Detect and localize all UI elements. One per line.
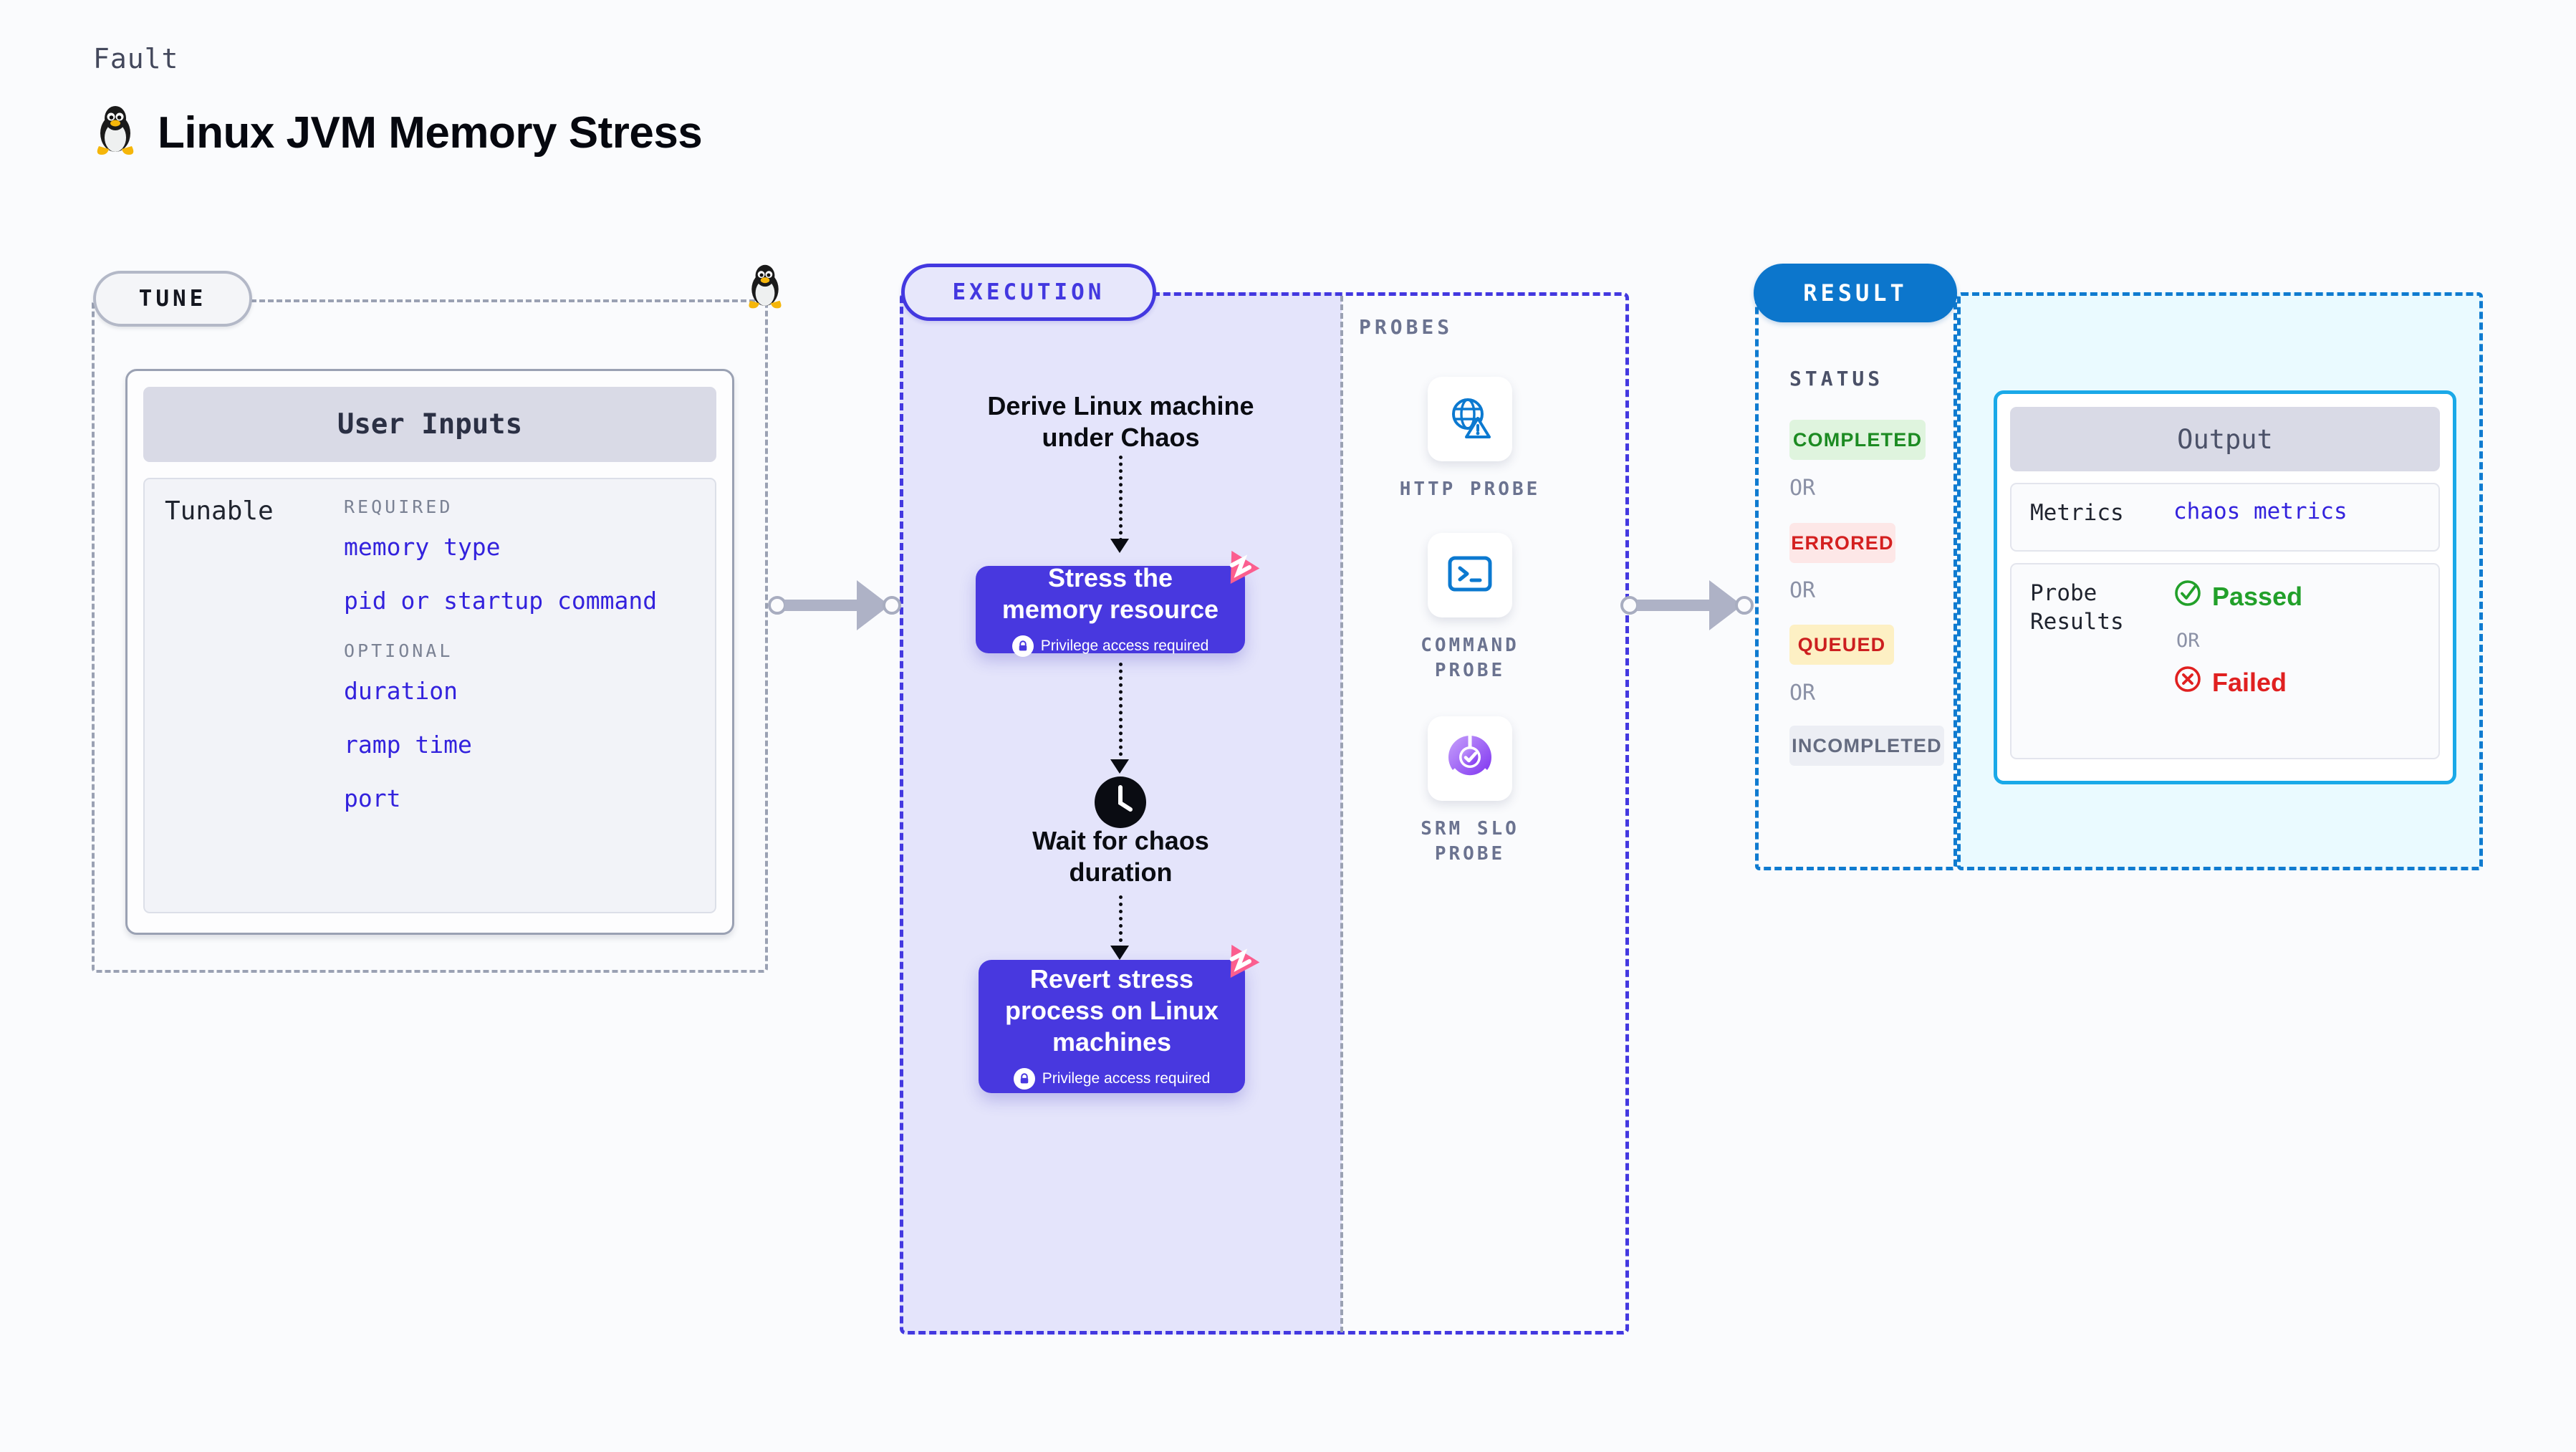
tunable-item[interactable]: pid or startup command — [344, 587, 658, 615]
probe-result-failed: Failed — [2173, 665, 2438, 700]
connector-tune-to-execution — [768, 580, 901, 630]
fault-kicker: Fault — [93, 43, 179, 74]
status-badge-errored: ERRORED — [1789, 523, 1895, 563]
probe-result-failed-label: Failed — [2212, 667, 2287, 697]
output-card: Output Metrics chaos metrics Probe Resul… — [1994, 390, 2456, 784]
output-metrics-row: Metrics chaos metrics — [2010, 483, 2440, 552]
flow-line — [1119, 895, 1123, 949]
privilege-note: Privilege access required — [1013, 1067, 1211, 1090]
connector-end-dot — [883, 596, 901, 615]
page-header: Fault Linux JVM Memory Stress — [93, 43, 703, 161]
tune-pill-label: TUNE — [138, 286, 207, 312]
clock-icon — [1093, 775, 1148, 830]
probe-tile — [1428, 533, 1512, 617]
probe-result-passed-label: Passed — [2212, 581, 2303, 611]
or-label: OR — [1789, 476, 1816, 501]
linux-penguin-icon — [93, 105, 138, 161]
execution-card-stress-title: Stress the memory resource — [1001, 563, 1219, 624]
flow-arrowhead — [1110, 759, 1129, 774]
step-wait-label: Wait for chaos duration — [1032, 826, 1209, 887]
step-derive-label: Derive Linux machine under Chaos — [987, 391, 1254, 452]
tune-section — [92, 299, 768, 973]
status-badge-incompleted: INCOMPLETED — [1789, 726, 1944, 766]
probe-tile — [1428, 377, 1512, 461]
status-badge-completed: COMPLETED — [1789, 420, 1926, 460]
execution-card-revert-title: Revert stress process on Linux machines — [1004, 964, 1219, 1057]
execution-card-stress[interactable]: Stress the memory resource Privilege acc… — [976, 563, 1245, 657]
execution-card-revert[interactable]: Revert stress process on Linux machines … — [979, 960, 1245, 1093]
chaos-badge-icon — [1218, 544, 1262, 589]
execution-pill-label: EXECUTION — [952, 279, 1105, 305]
tunable-item[interactable]: ramp time — [344, 731, 472, 759]
user-inputs-card: User Inputs Tunable REQUIRED memory type… — [125, 369, 734, 935]
probe-label: COMMAND PROBE — [1421, 635, 1519, 682]
result-pill[interactable]: RESULT — [1754, 264, 1957, 322]
chaos-badge-icon — [1218, 938, 1262, 983]
tunable-label: Tunable — [165, 496, 274, 526]
output-card-title: Output — [2177, 423, 2273, 455]
tune-pill[interactable]: TUNE — [93, 271, 252, 327]
output-probe-values: Passed OR Failed — [2173, 579, 2438, 744]
page-title: Linux JVM Memory Stress — [158, 108, 703, 158]
flow-arrowhead — [1110, 539, 1129, 553]
user-inputs-header: User Inputs — [143, 387, 716, 462]
or-label: OR — [2176, 630, 2200, 652]
status-label: STATUS — [1789, 367, 1884, 390]
connector-execution-to-result — [1620, 580, 1754, 630]
lock-icon — [1011, 635, 1034, 657]
probe-srm-slo[interactable]: SRM SLO PROBE — [1382, 716, 1558, 867]
execution-probes-section — [900, 292, 1629, 1335]
or-label: OR — [1789, 681, 1816, 706]
probe-label: SRM SLO PROBE — [1421, 818, 1519, 865]
output-card-header: Output — [2010, 407, 2440, 471]
flow-arrowhead — [1110, 946, 1129, 960]
flow-line — [1119, 456, 1123, 542]
result-pill-label: RESULT — [1803, 279, 1908, 307]
connector-end-dot — [1735, 596, 1754, 615]
probe-http[interactable]: HTTP PROBE — [1382, 377, 1558, 502]
tunable-item[interactable]: duration — [344, 677, 458, 705]
lock-icon — [1013, 1067, 1035, 1090]
tunable-list: REQUIRED memory type pid or startup comm… — [344, 496, 715, 912]
output-probe-results-row: Probe Results Passed OR Failed — [2010, 563, 2440, 759]
connector-shaft — [784, 600, 859, 611]
page-title-row: Linux JVM Memory Stress — [93, 105, 703, 161]
result-status-section — [1755, 292, 1957, 870]
status-badge-queued: QUEUED — [1789, 625, 1894, 665]
tunable-body: Tunable REQUIRED memory type pid or star… — [143, 478, 716, 913]
user-inputs-title: User Inputs — [337, 408, 523, 441]
check-circle-icon — [2173, 579, 2202, 614]
linux-penguin-badge-icon — [745, 264, 785, 317]
group-title-required: REQUIRED — [344, 496, 453, 517]
privilege-note: Privilege access required — [1011, 635, 1209, 657]
connector-shaft — [1637, 600, 1711, 611]
output-metrics-value-wrap: chaos metrics — [2173, 499, 2438, 536]
execution-pill[interactable]: EXECUTION — [901, 264, 1156, 321]
tunable-item[interactable]: port — [344, 784, 401, 812]
tunable-item[interactable]: memory type — [344, 533, 501, 561]
group-title-optional: OPTIONAL — [344, 640, 453, 661]
privilege-note-text: Privilege access required — [1042, 1069, 1211, 1087]
globe-warning-icon — [1446, 394, 1494, 445]
slo-donut-check-icon — [1445, 732, 1495, 786]
output-metrics-value[interactable]: chaos metrics — [2173, 499, 2347, 524]
terminal-icon — [1447, 554, 1493, 597]
probe-label: HTTP PROBE — [1399, 479, 1541, 500]
probe-tile — [1428, 716, 1512, 801]
probes-divider — [1340, 296, 1343, 1332]
probe-command[interactable]: COMMAND PROBE — [1382, 533, 1558, 683]
x-circle-icon — [2173, 665, 2202, 700]
flow-line — [1119, 663, 1123, 763]
output-probe-key: Probe Results — [2030, 580, 2124, 635]
output-metrics-key: Metrics — [2030, 500, 2124, 526]
privilege-note-text: Privilege access required — [1040, 637, 1209, 654]
or-label: OR — [1789, 578, 1816, 603]
probe-result-passed: Passed — [2173, 579, 2438, 614]
probes-label: PROBES — [1359, 315, 1453, 339]
